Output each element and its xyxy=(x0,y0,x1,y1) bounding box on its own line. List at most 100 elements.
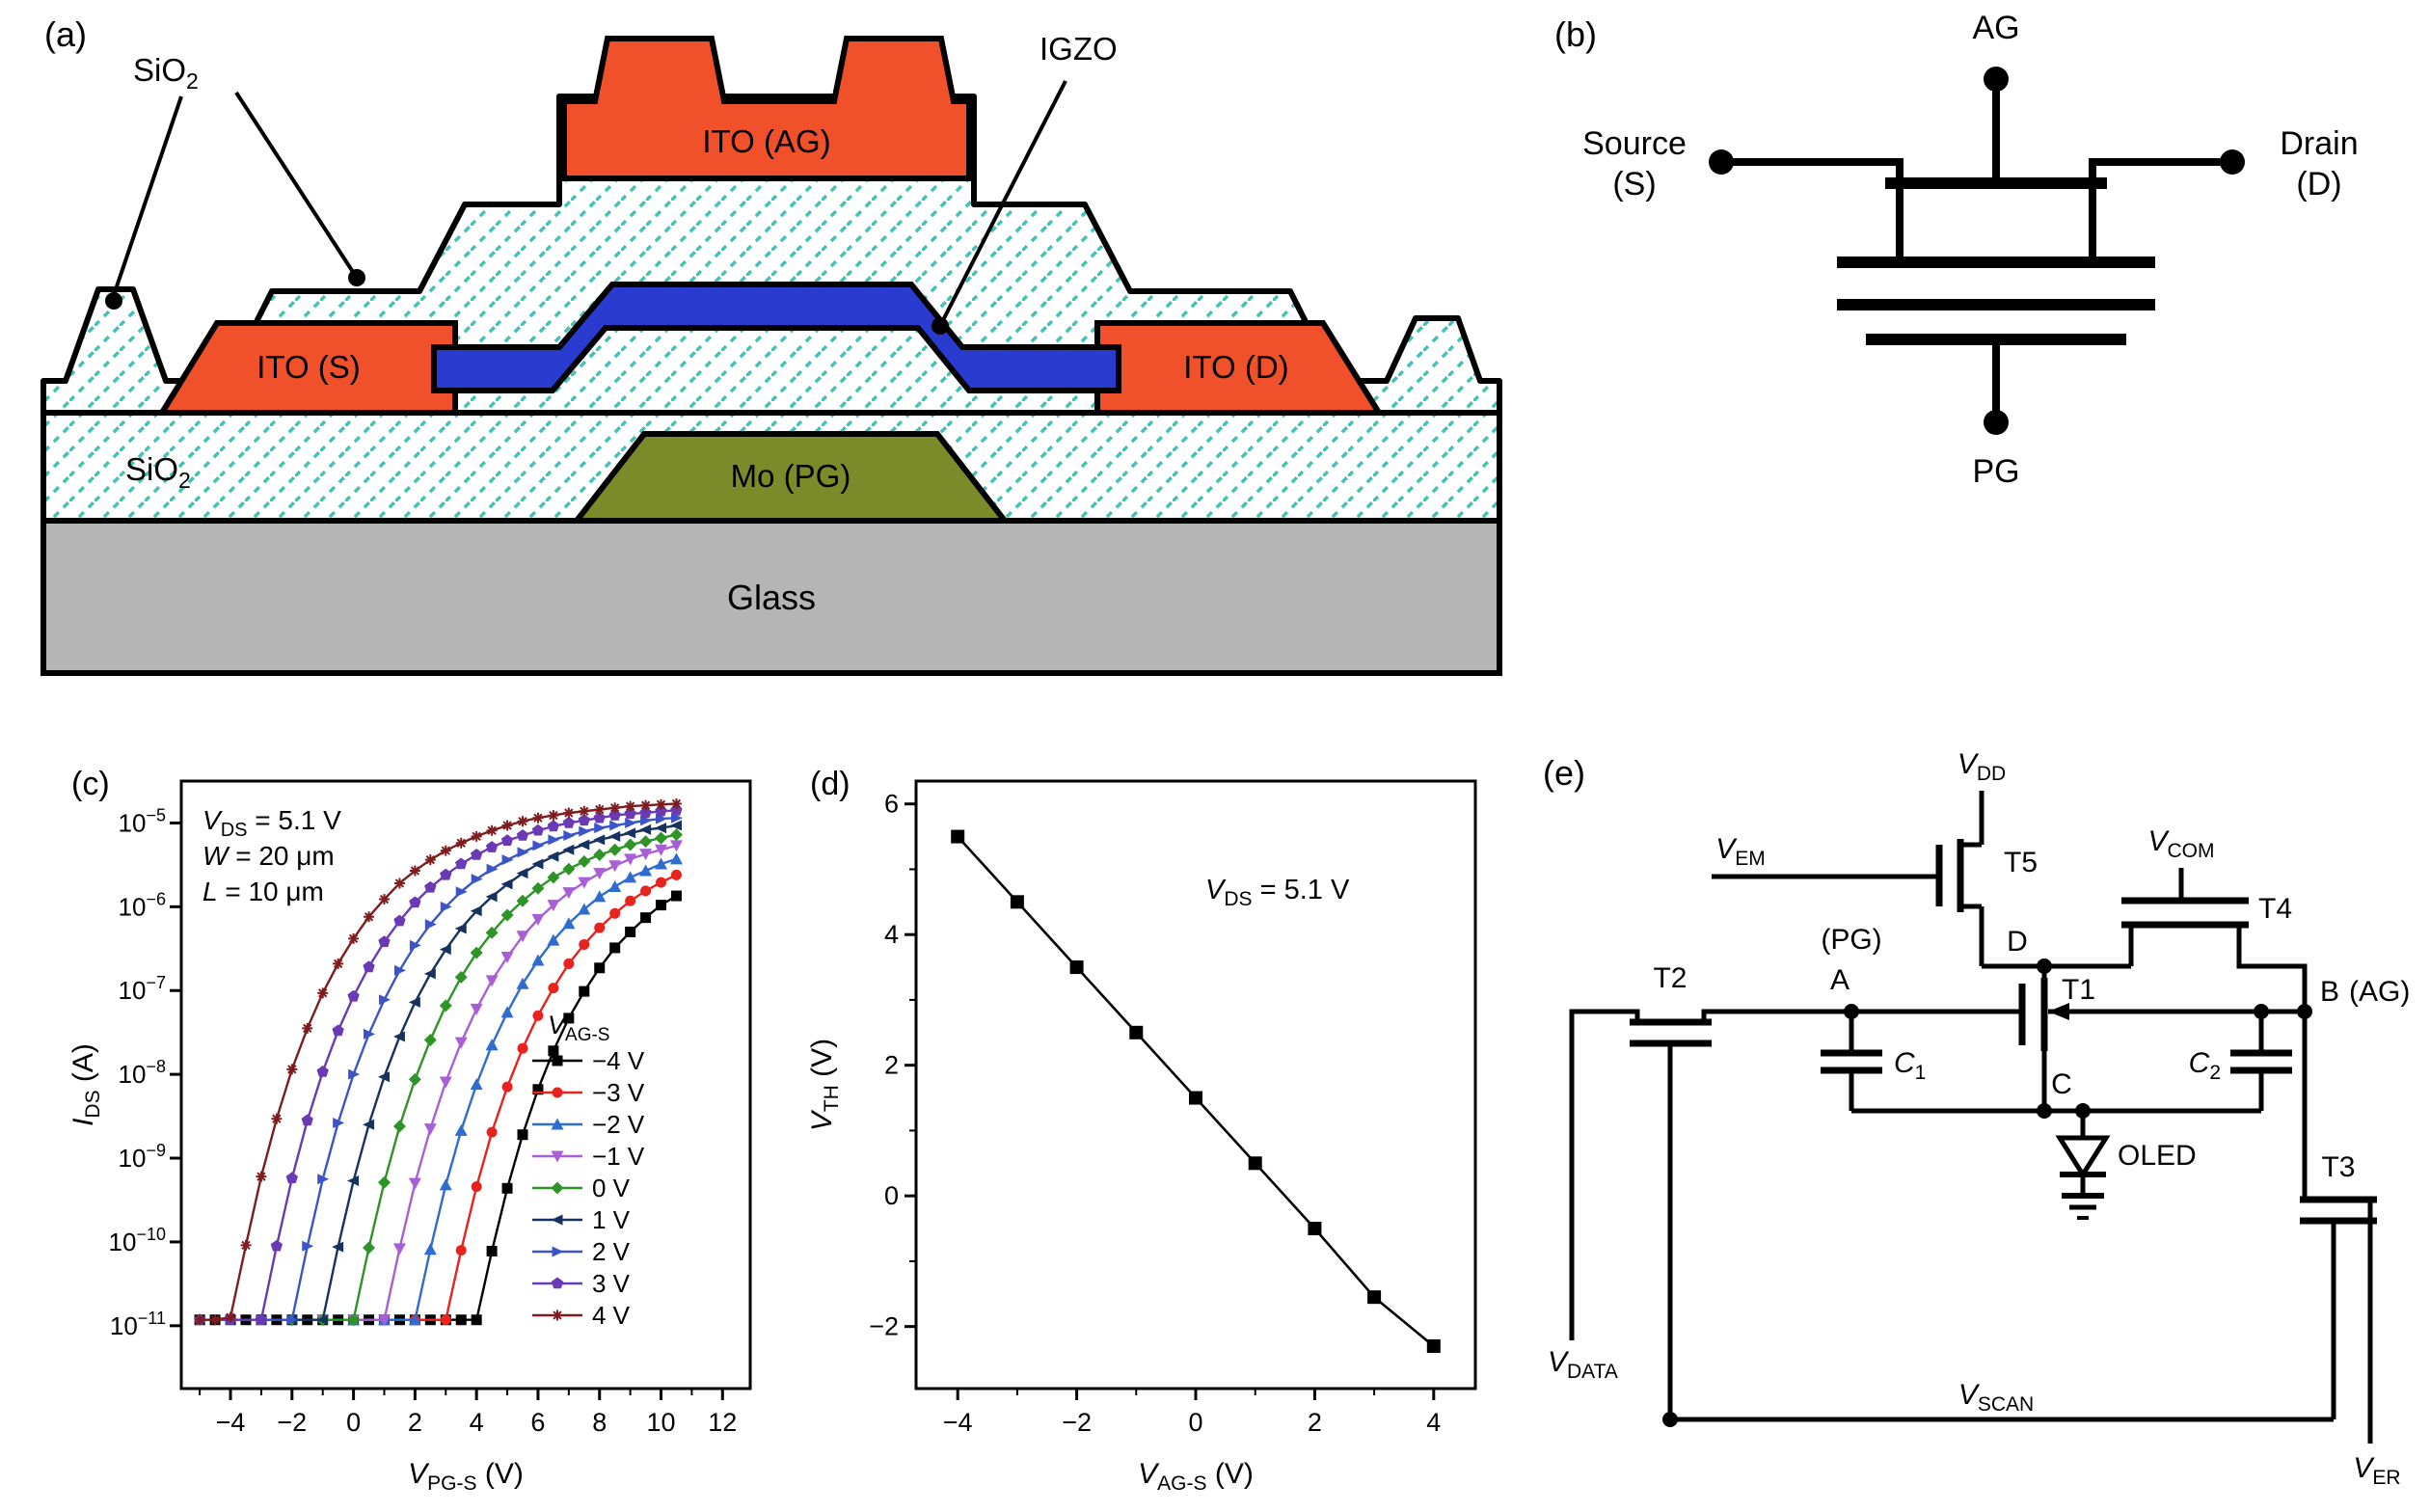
svg-text:0: 0 xyxy=(884,1181,899,1210)
panel-d-tag: (d) xyxy=(810,766,850,802)
series-vth xyxy=(951,829,1441,1353)
node-c-label: C xyxy=(2051,1068,2072,1100)
vdata-label: VDATA xyxy=(1548,1346,1618,1383)
sio2-layer-label: SiO2 xyxy=(125,451,191,493)
annotation: L = 10 μm xyxy=(202,877,324,906)
y-axis: −2 0 2 4 6 xyxy=(869,790,916,1341)
vscan-label: VSCAN xyxy=(1958,1379,2034,1416)
ito-ag-label: ITO (AG) xyxy=(702,123,830,159)
ver-label: VER xyxy=(2353,1452,2400,1489)
sio2-callout-label: SiO2 xyxy=(133,52,199,94)
scan-line-dot xyxy=(1662,1412,1678,1427)
legend-entry: 4 V xyxy=(592,1301,631,1330)
legend-entry: 2 V xyxy=(592,1237,631,1266)
panel-e-pixel-circuit: (e) VDD VEM T5 VCOM T4 D T1 A (PG) B (AG… xyxy=(1543,748,2410,1489)
t1-backgate-arrow xyxy=(2048,1003,2069,1020)
series-4 V xyxy=(194,797,682,1326)
panel-c-tag: (c) xyxy=(71,766,110,802)
legend: VAG-S−4 V−3 V−2 V−1 V0 V1 V2 V3 V4 V xyxy=(532,1011,645,1330)
sio2-callout-dot-2 xyxy=(348,269,365,286)
svg-text:0: 0 xyxy=(1188,1408,1202,1437)
x-axis-label: VPG-S (V) xyxy=(408,1458,524,1495)
igzo-channel-layer xyxy=(431,282,1121,393)
sio2-callout-dot-1 xyxy=(105,292,122,310)
svg-text:−2: −2 xyxy=(869,1312,899,1341)
svg-text:2: 2 xyxy=(884,1051,899,1080)
svg-text:4: 4 xyxy=(470,1408,484,1437)
panel-b-tag: (b) xyxy=(1554,14,1597,54)
legend-entry: −4 V xyxy=(592,1046,645,1075)
t5-label: T5 xyxy=(2004,847,2038,878)
svg-text:10−10: 10−10 xyxy=(109,1225,166,1256)
svg-text:10−7: 10−7 xyxy=(119,973,166,1005)
y-axis-label: VTH (V) xyxy=(806,1039,843,1131)
panel-b-transistor-symbol: (b) AG Source (S) Drain (D) PG xyxy=(1554,10,2359,490)
annotation: VDS = 5.1 V xyxy=(202,805,341,841)
node-d-label: D xyxy=(2007,926,2028,958)
t4-label: T4 xyxy=(2258,893,2292,925)
igzo-label: IGZO xyxy=(1040,31,1118,67)
t3-label: T3 xyxy=(2321,1151,2355,1183)
node-b-label: B xyxy=(2320,976,2339,1008)
pg-node-label: (PG) xyxy=(1821,924,1881,956)
sio2-callout-line-1 xyxy=(112,95,183,296)
node-c-dot xyxy=(2075,1103,2091,1119)
svg-text:0: 0 xyxy=(346,1408,361,1437)
annotation: VDS = 5.1 V xyxy=(1205,875,1350,910)
series-−3 V xyxy=(378,869,682,1326)
panel-a-device-cross-section: (a) SiO2 IGZO ITO (AG) ITO (S) ITO (D) S… xyxy=(40,14,1502,676)
source-sub-label: (S) xyxy=(1612,166,1656,202)
c1-label: C1 xyxy=(1894,1047,1926,1084)
c2-label: C2 xyxy=(2189,1047,2221,1084)
svg-text:12: 12 xyxy=(708,1408,737,1437)
panel-e-tag: (e) xyxy=(1543,753,1585,793)
svg-text:4: 4 xyxy=(884,920,899,949)
svg-text:4: 4 xyxy=(1426,1408,1441,1437)
legend-entry: −3 V xyxy=(592,1078,645,1107)
legend-entry: 0 V xyxy=(592,1174,631,1202)
svg-text:10−8: 10−8 xyxy=(119,1057,166,1089)
transistor-and-capacitor-plates xyxy=(1630,839,2377,1225)
source-label: Source xyxy=(1582,125,1687,162)
igzo-callout-dot xyxy=(932,317,949,335)
t1-label: T1 xyxy=(2062,974,2095,1006)
legend-entry: −2 V xyxy=(592,1110,645,1139)
node-a-label: A xyxy=(1830,964,1850,996)
legend-entry: −1 V xyxy=(592,1142,645,1171)
glass-label: Glass xyxy=(727,578,816,617)
svg-text:8: 8 xyxy=(592,1408,607,1437)
ito-source-electrode xyxy=(156,320,458,416)
svg-text:10−11: 10−11 xyxy=(110,1309,166,1340)
svg-text:10−9: 10−9 xyxy=(119,1141,166,1173)
drain-sub-label: (D) xyxy=(2296,166,2341,202)
svg-text:6: 6 xyxy=(884,790,899,819)
legend-entry: 3 V xyxy=(592,1269,631,1298)
c2-junction-dot xyxy=(2254,1004,2269,1019)
svg-text:6: 6 xyxy=(530,1408,545,1437)
y-axis-label: IDS (A) xyxy=(68,1043,104,1126)
series-1 V xyxy=(255,820,682,1326)
ag-node-label: (AG) xyxy=(2349,976,2410,1008)
igzo-callout-line xyxy=(941,80,1067,321)
node-b-dot xyxy=(2297,1004,2312,1019)
annotation: W = 20 μm xyxy=(202,841,335,871)
oled-label: OLED xyxy=(2118,1140,2197,1172)
ito-s-label: ITO (S) xyxy=(256,349,361,385)
t1-source-junction-dot xyxy=(2037,1103,2052,1119)
svg-text:−4: −4 xyxy=(943,1408,973,1437)
svg-text:10−6: 10−6 xyxy=(119,889,166,921)
drain-label: Drain xyxy=(2280,125,2358,162)
svg-text:−2: −2 xyxy=(277,1408,307,1437)
svg-text:−2: −2 xyxy=(1062,1408,1092,1437)
ito-d-label: ITO (D) xyxy=(1183,349,1288,385)
ag-terminal-label: AG xyxy=(1972,10,2019,46)
circuit-wires xyxy=(1569,791,2373,1444)
mo-pg-label: Mo (PG) xyxy=(731,458,851,494)
node-a-dot xyxy=(1844,1004,1859,1019)
